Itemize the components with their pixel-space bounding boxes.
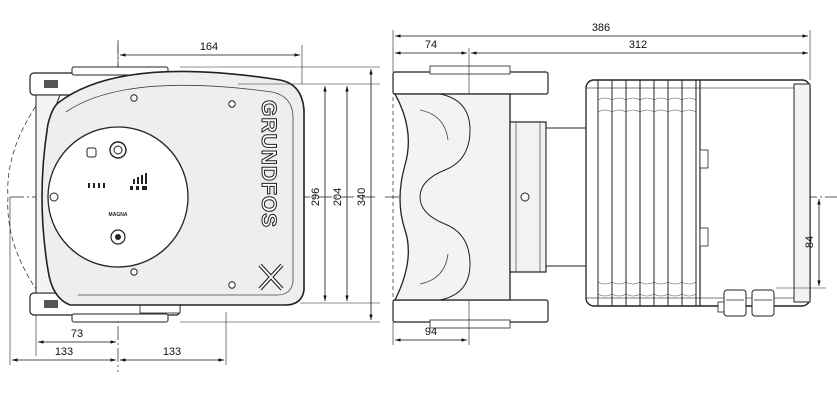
- dim-label-296: 296: [310, 188, 322, 206]
- screw-left-icon: [49, 192, 59, 202]
- dim-label-84: 84: [804, 236, 816, 248]
- dim-label-94: 94: [425, 326, 437, 338]
- led-indicators-icon: [88, 183, 105, 188]
- dim-label-340: 340: [356, 188, 368, 206]
- side-view: 386 74 312 84 94: [385, 22, 837, 345]
- screw-icon: [228, 100, 236, 108]
- dim-label-164: 164: [200, 41, 218, 53]
- screw-icon: [228, 281, 236, 289]
- mode-symbols-icon: [130, 186, 147, 190]
- brand-x-logo-icon: [258, 263, 284, 291]
- side-bottom-flange: [392, 299, 549, 323]
- dim-label-133-left: 133: [55, 346, 73, 358]
- dim-label-312: 312: [629, 39, 647, 51]
- side-top-flange: [392, 71, 549, 95]
- dim-label-386: 386: [592, 22, 610, 34]
- motor-body: [585, 79, 811, 307]
- front-view: MAGNA GRUNDFOS 164 296 204 340: [7, 40, 380, 372]
- screw-icon: [130, 268, 138, 276]
- cooling-fins: [597, 80, 697, 306]
- dim-label-204: 204: [332, 188, 344, 206]
- housing-hidden-outline: [7, 99, 41, 296]
- dim-label-73: 73: [71, 328, 83, 340]
- control-panel-circle: [47, 126, 189, 268]
- dim-label-74: 74: [425, 39, 437, 51]
- cable-gland-icon: [717, 289, 775, 317]
- indicator-square-icon: [86, 147, 97, 158]
- signal-bars-icon: [133, 173, 147, 184]
- brand-logo: GRUNDFOS: [257, 100, 280, 228]
- screw-icon: [130, 94, 138, 102]
- model-label: MAGNA: [109, 212, 128, 218]
- dim-label-133-right: 133: [163, 346, 181, 358]
- side-pump-housing: [393, 93, 511, 301]
